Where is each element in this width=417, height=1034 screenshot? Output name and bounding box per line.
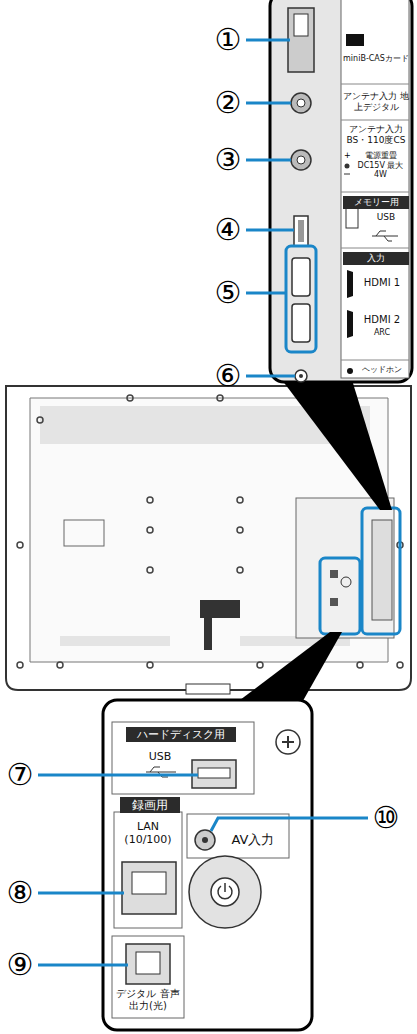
- screw-hole: [147, 497, 153, 503]
- callout-number: ⑩: [368, 800, 404, 836]
- terminal-label: miniB-CASカード: [343, 54, 409, 64]
- terminal-label: ARC: [356, 328, 408, 338]
- callout-number: ②: [210, 85, 246, 121]
- screw-hole: [127, 395, 133, 401]
- screw-hole: [217, 395, 223, 401]
- callout-number: ⑤: [210, 275, 246, 311]
- screw-hole: [237, 497, 243, 503]
- svg-text:+: +: [344, 151, 351, 160]
- callout-number: ①: [210, 22, 246, 58]
- screw-hole: [257, 662, 263, 668]
- screw-hole: [147, 567, 153, 573]
- terminal-label: LAN (10/100): [116, 820, 180, 846]
- screw-hole: [237, 527, 243, 533]
- terminal-label: アンテナ入力 地上デジタル: [343, 91, 409, 113]
- callout-number: ⑦: [2, 757, 38, 793]
- screw-hole: [147, 527, 153, 533]
- power-note: 電源重畳 DC15V 最大4W: [352, 151, 409, 180]
- section-header: 入力: [343, 252, 409, 265]
- callout-number: ⑨: [2, 947, 38, 983]
- terminal-label: USB: [130, 750, 190, 763]
- screw-hole: [397, 662, 403, 668]
- terminal-label: アンテナ入力 BS・110度CS: [343, 124, 409, 146]
- section-header: メモリー用: [343, 196, 409, 209]
- callout-number: ④: [210, 212, 246, 248]
- terminal-label: HDMI 2: [356, 314, 408, 326]
- section-header: ハードディスク用: [126, 727, 236, 742]
- screw-hole: [17, 662, 23, 668]
- terminal-label: HDMI 1: [356, 277, 408, 289]
- terminal-label: ヘッドホン: [355, 365, 409, 375]
- callout-number: ⑥: [210, 358, 246, 394]
- callout-number: ⑧: [2, 875, 38, 911]
- section-header: 録画用: [120, 797, 180, 813]
- callout-number: ③: [210, 142, 246, 178]
- screw-hole: [37, 417, 43, 423]
- screw-hole: [17, 542, 23, 548]
- terminal-label: USB: [366, 212, 406, 223]
- screw-hole: [357, 662, 363, 668]
- screw-hole: [237, 567, 243, 573]
- screw-hole: [57, 662, 63, 668]
- terminal-label: AV入力: [218, 832, 288, 848]
- terminal-label: デジタル 音声出力(光): [113, 988, 183, 1012]
- screw-hole: [147, 662, 153, 668]
